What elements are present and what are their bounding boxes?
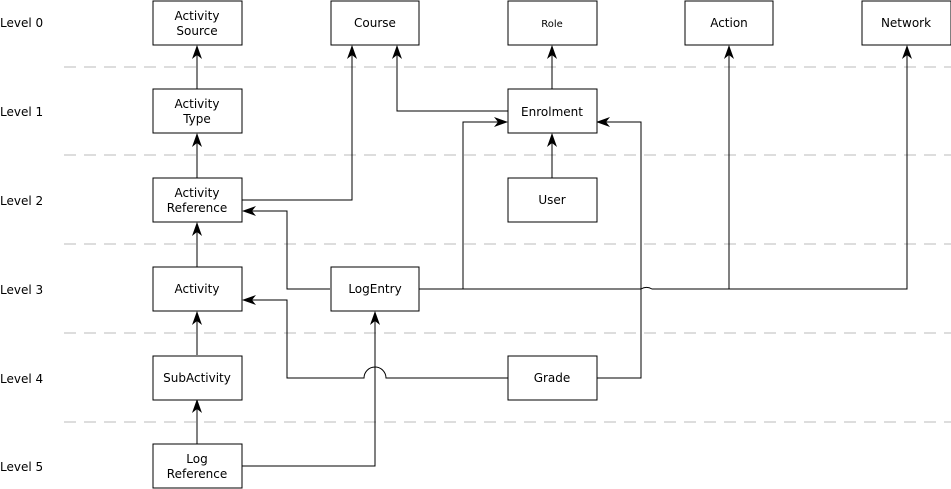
node-label-line: Action [710,16,748,30]
node-label-line: Role [541,19,563,30]
edge-logentry-network [729,45,912,290]
level-label-5: Level 5 [0,460,43,474]
node-label-line: Reference [167,467,227,481]
node-label-line: Reference [167,201,227,215]
node-label-line: Activity [175,186,220,200]
node-logentry: LogEntry [330,266,420,312]
node-activity-source: Activity Source [152,0,243,46]
edge-enrolment-course [392,45,508,112]
edge-logentry-activityreference [242,206,330,290]
node-label-line: Activity [175,97,220,111]
node-role: Role [507,0,598,46]
node-label-line: LogEntry [348,282,401,296]
node-label-line: Type [182,112,211,126]
nodes: Activity Source Course Role Action Netwo… [152,0,951,489]
edge-logentry-action [463,45,734,290]
node-label-line: Activity [175,282,220,296]
node-label-line: Enrolment [521,105,583,119]
edge-grade-enrolment [596,117,642,379]
level-label-4: Level 4 [0,372,43,386]
edge-grade-activity [242,295,508,379]
node-network: Network [861,0,951,46]
node-label-line: Log [186,452,207,466]
level-label-3: Level 3 [0,283,43,297]
node-label-line: Source [176,24,217,38]
level-label-1: Level 1 [0,105,43,119]
node-enrolment: Enrolment [507,88,598,134]
edge-activityreference-course [242,45,357,201]
edges [192,45,912,467]
node-activity-type: Activity Type [152,88,243,134]
node-action: Action [684,0,774,46]
level-label-0: Level 0 [0,16,43,30]
node-grade: Grade [507,355,598,401]
node-label-line: Grade [534,371,571,385]
node-label-line: SubActivity [163,371,231,385]
edge-logentry-enrolment [419,117,508,290]
edge-logreference-logentry [242,311,380,467]
node-activity-reference: Activity Reference [152,177,243,223]
node-label-line: User [538,193,565,207]
node-course: Course [330,0,420,46]
level-label-2: Level 2 [0,194,43,208]
node-user: User [507,177,598,223]
node-label-line: Network [881,16,931,30]
level-labels: Level 0 Level 1 Level 2 Level 3 Level 4 … [0,16,43,474]
node-label-line: Activity [175,9,220,23]
node-label-line: Course [354,16,396,30]
node-log-reference: Log Reference [152,443,243,489]
node-activity: Activity [152,266,243,312]
node-subactivity: SubActivity [152,355,243,401]
level-dividers [64,66,951,423]
